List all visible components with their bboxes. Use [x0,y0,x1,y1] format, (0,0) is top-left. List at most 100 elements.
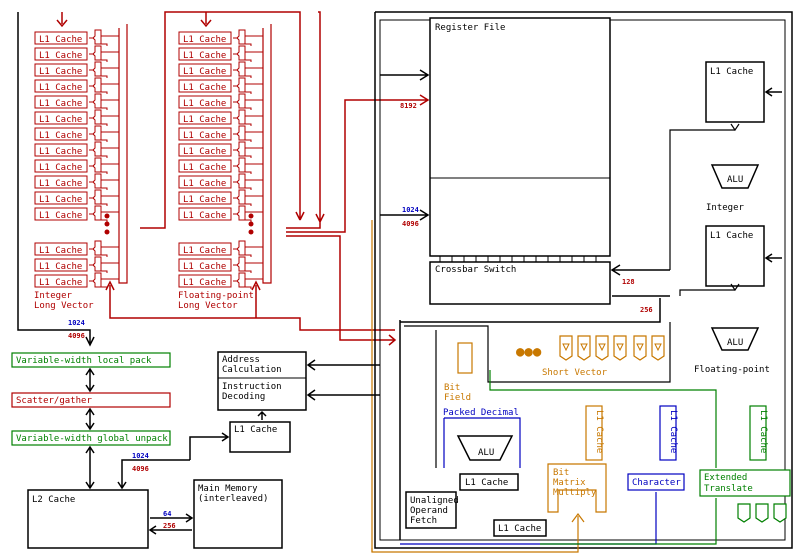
int-lv-l1-label: L1 Cache [39,131,82,141]
instr-l1-feed [189,432,230,460]
fp-lv-l1-label: L1 Cache [183,278,226,288]
int-lv-l1-cache [34,191,88,205]
integer-l1-cache [705,61,765,123]
int-lv-unit-glyph [89,125,105,141]
fp-lv-l1-cache [178,95,232,109]
extended-translate-cells [737,503,787,523]
int-lv-unit-wire [101,147,119,158]
packed-decimal-alu [456,435,514,461]
bus-label-4096-rf: 4096 [402,220,419,228]
fp-lv-l1-label: L1 Cache [183,163,226,173]
packed-decimal-label: Packed Decimal [443,408,519,418]
rf-red-bus-1 [286,94,430,233]
int-lv-l1-label: L1 Cache [39,246,82,256]
mem-to-l2-arrow [148,525,192,535]
int-lv-l1-label: L1 Cache [39,147,82,157]
fp-lv-l1-label: L1 Cache [183,147,226,157]
instr-decoding-label-1: Instruction [222,382,282,392]
fp-lv-unit-glyph [233,61,249,77]
bus-label-1024-rf: 1024 [402,206,419,214]
short-vector-unit-glyph [616,343,624,352]
bit-field-label-1: Bit [444,383,460,393]
instr-decoding-label-2: Decoding [222,392,265,402]
int-lv-unit-glyph [89,29,105,45]
int-lv-l1-cache [34,242,88,256]
bmm-bus [371,516,579,553]
int-lv-l1-cache [34,143,88,157]
int-lv-l1-cache [34,47,88,61]
fp-label: Floating-point [694,365,770,375]
int-lv-l1-cache [34,111,88,125]
l2-to-mem-arrow [150,513,194,523]
fp-lv-unit-wire [245,278,263,289]
extended-translate-unit [699,469,791,497]
fp-alu-bus [679,283,740,296]
fp-lv-ellipsis-dot [248,213,254,219]
int-lv-l1-label: L1 Cache [39,99,82,109]
unaligned-label-2: Operand [410,506,448,516]
fp-lv-unit-wire [245,211,263,222]
global-unpack-box [11,430,171,446]
int-lv-unit-glyph [89,157,105,173]
fp-lv-unit-wire [245,115,263,126]
fp-lv-l1-label: L1 Cache [183,195,226,205]
unaligned-label-1: Unaligned [410,496,459,506]
fp-lv-unit-wire [245,51,263,62]
short-vector-unit-glyph [580,343,588,352]
fp-lv-l1-cache [178,159,232,173]
int-lv-l1-cache [34,31,88,45]
int-lv-l1-label: L1 Cache [39,179,82,189]
l2-cache [27,489,149,549]
fp-lv-rail [262,24,272,284]
fp-lv-label-2: Long Vector [178,301,238,311]
integer-alu [710,164,760,189]
bmm-l1-cache [585,405,603,461]
fp-lv-l1-label: L1 Cache [183,115,226,125]
bmm-label-3: Multiply [553,488,597,498]
fp-lv-bus [286,11,325,229]
int-lv-input-head [56,19,68,28]
extended-translate-cell [755,503,769,523]
fp-lv-l1-label: L1 Cache [183,51,226,61]
int-lv-unit-glyph [89,93,105,109]
extended-in-bus [489,370,717,468]
fp-lv-unit-wire [245,67,263,78]
int-lv-unit-glyph [89,109,105,125]
local-pack-box [11,352,171,368]
extended-translate-cell [773,503,787,523]
fp-lv-unit-glyph [233,272,249,288]
fp-lv-l1-cache [178,207,232,221]
int-lv-l1-label: L1 Cache [39,211,82,221]
int-lv-l1-cache [34,207,88,221]
fp-lv-l1-label: L1 Cache [183,99,226,109]
int-lv-l1-label: L1 Cache [39,195,82,205]
int-alu-bus [669,123,740,270]
int-lv-l1-label: L1 Cache [39,67,82,77]
int-lv-unit-glyph [89,256,105,272]
fp-lv-l1-cache [178,242,232,256]
bit-field-unit [457,342,473,374]
fp-lv-l1-label: L1 Cache [183,67,226,77]
fp-lv-unit-glyph [233,45,249,61]
int-lv-unit-glyph [89,141,105,157]
fu-bus [399,298,661,540]
fp-lv-l1-cache [178,274,232,288]
int-l1-arrow [764,87,782,97]
lv-feedback-head [105,280,115,291]
int-lv-label-1: Integer [34,291,73,301]
fp-alu [710,327,760,351]
fp-lv-ellipsis-dot [248,221,254,227]
packed-decimal-l1-label: L1 Cache [465,478,508,488]
lv-feedback-bus [109,285,395,331]
fp-lv-l1-label: L1 Cache [183,179,226,189]
packed-decimal-frame [443,417,521,468]
address-decoding-box [217,351,307,411]
int-lv-unit-glyph [89,45,105,61]
short-vector-unit-glyph [598,343,606,352]
short-vector-unit [651,335,665,361]
int-lv-unit-wire [101,83,119,94]
bmm-bus-head [571,513,585,523]
int-lv-rail [118,24,128,284]
int-lv-l1-label: L1 Cache [39,51,82,61]
